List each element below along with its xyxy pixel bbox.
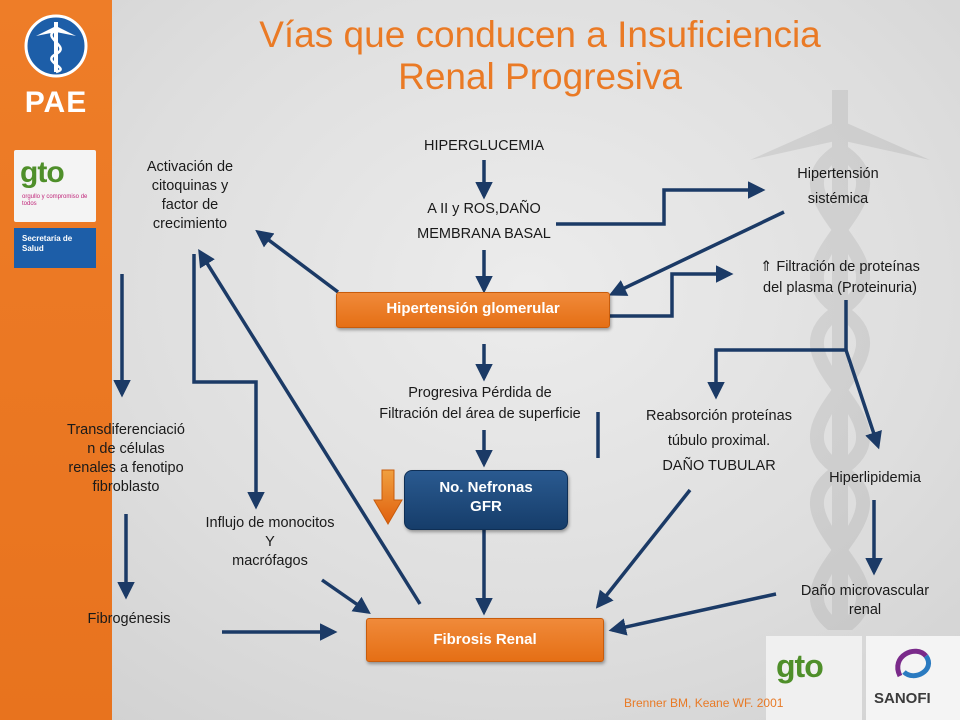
node-activacion-line4: crecimiento: [152, 216, 228, 232]
node-activacion-line2: citoquinas y: [151, 178, 229, 194]
node-no-nefronas: No. Nefronas GFR: [404, 470, 568, 530]
node-influjo-line2: Y: [265, 534, 275, 550]
node-influjo-line3: macrófagos: [232, 553, 308, 569]
node-filtracion-line1: ⇑ Filtración de proteínas: [760, 259, 920, 275]
caduceus-watermark-icon: [750, 90, 930, 630]
arrow-glomerular-activacion: [255, 229, 340, 294]
node-filtracion-line2: del plasma (Proteinuria): [763, 280, 917, 296]
gto-small-logo-text: gto: [776, 648, 824, 684]
arrow-influjo-fibrosis: [321, 578, 371, 614]
node-nefronas-line2: GFR: [470, 498, 502, 515]
left-sidebar: PAE gto orgullo y compromiso de todos Se…: [0, 0, 112, 720]
arrow-sistemica-glomerular: [608, 210, 785, 296]
arrow-fibrosis-activacion: [198, 249, 422, 605]
node-reabsorcion-line2: túbulo proximal.: [667, 433, 771, 449]
node-reabsorcion-proteinas: Reabsorción proteínas túbulo proximal. D…: [614, 404, 824, 479]
arrow-tubular-fibrosis: [595, 488, 692, 609]
sanofi-swirl-icon: [895, 648, 931, 679]
gto-logo-text: gto: [20, 156, 65, 189]
arrow-activacion-influjo: [192, 254, 265, 510]
node-hiperglucemia-text: HIPERGLUCEMIA: [423, 138, 545, 154]
node-hipertension-glomerular: Hipertensión glomerular: [336, 292, 610, 328]
node-hiperlipidemia-text: Hiperlipidemia: [829, 470, 921, 486]
node-progresiva-line1: Progresiva Pérdida de: [408, 385, 552, 401]
pae-logo-text: PAE: [24, 86, 88, 119]
node-fibrogenesis-text: Fibrogénesis: [87, 611, 171, 627]
gto-logo: gto orgullo y compromiso de todos: [14, 150, 96, 222]
node-transdif-line4: fibroblasto: [92, 479, 160, 495]
node-reabsorcion-line1: Reabsorción proteínas: [646, 408, 792, 424]
node-aii-dano-membrana: A II y ROS,DAÑO MEMBRANA BASAL: [384, 197, 584, 247]
node-reabsorcion-line3: DAÑO TUBULAR: [662, 458, 776, 474]
node-fibrosis-renal: Fibrosis Renal: [366, 618, 604, 662]
decrease-arrow-icon: [373, 469, 403, 525]
node-activacion-line3: factor de: [161, 197, 219, 213]
node-influjo-line1: Influjo de monocitos: [205, 515, 335, 531]
node-sistemica-line1: Hipertensión: [797, 166, 879, 182]
node-activacion-citoquinas: Activación de citoquinas y factor de cre…: [120, 158, 260, 234]
node-fibrogenesis: Fibrogénesis: [62, 610, 196, 629]
sanofi-logo-text: SANOFI: [874, 690, 931, 707]
slide-title: Vías que conducen a Insuficiencia Renal …: [190, 14, 890, 98]
node-activacion-line1: Activación de: [146, 159, 234, 175]
title-line-1: Vías que conducen a Insuficiencia: [259, 14, 821, 55]
branch-filtracion-split: [707, 300, 848, 400]
title-line-2: Renal Progresiva: [398, 56, 682, 97]
caduceus-icon: [24, 14, 88, 78]
pae-logo: PAE: [10, 10, 102, 128]
arrow-aii-sistemica: [556, 181, 766, 226]
node-transdif-line3: renales a fenotipo: [68, 460, 184, 476]
citation: Brenner BM, Keane WF. 2001: [624, 696, 784, 710]
arrow-glomerular-filtracion: [608, 265, 734, 318]
node-influjo-monocitos: Influjo de monocitos Y macrófagos: [170, 514, 370, 571]
node-nefronas-line1: No. Nefronas: [439, 479, 533, 496]
arrow-danomicro-fibrosis: [608, 592, 777, 636]
node-dano-microvascular: Daño microvascular renal: [770, 582, 960, 620]
node-hipertension-sistemica: Hipertensión sistémica: [748, 162, 928, 212]
sanofi-logo: SANOFI: [866, 636, 960, 720]
gto-small-logo: gto: [766, 636, 862, 720]
node-aii-line1: A II y ROS,DAÑO: [427, 201, 541, 217]
node-sistemica-line2: sistémica: [807, 191, 869, 207]
node-filtracion-proteinas: ⇑ Filtración de proteínas del plasma (Pr…: [730, 257, 950, 299]
bottom-logos: gto SANOFI: [766, 636, 960, 720]
node-progresiva-line2: Filtración del área de superficie: [379, 406, 581, 422]
gto-tagline: orgullo y compromiso de todos: [22, 194, 88, 207]
node-hiperglucemia: HIPERGLUCEMIA: [384, 137, 584, 156]
arrow-filtracion-hiperlipidemia: [844, 349, 882, 450]
secretaria-salud-logo: Secretaría de Salud: [14, 228, 96, 268]
node-hiperlipidemia: Hiperlipidemia: [800, 469, 950, 488]
node-danomicro-line2: renal: [848, 602, 882, 618]
node-transdif-line2: n de células: [87, 441, 165, 457]
node-progresiva-perdida: Progresiva Pérdida de Filtración del áre…: [340, 383, 620, 425]
node-aii-line2: MEMBRANA BASAL: [417, 226, 551, 242]
node-transdiferenciacion: Transdiferenciació n de células renales …: [40, 421, 212, 497]
node-transdif-line1: Transdiferenciació: [67, 422, 185, 438]
node-danomicro-line1: Daño microvascular: [800, 583, 930, 599]
